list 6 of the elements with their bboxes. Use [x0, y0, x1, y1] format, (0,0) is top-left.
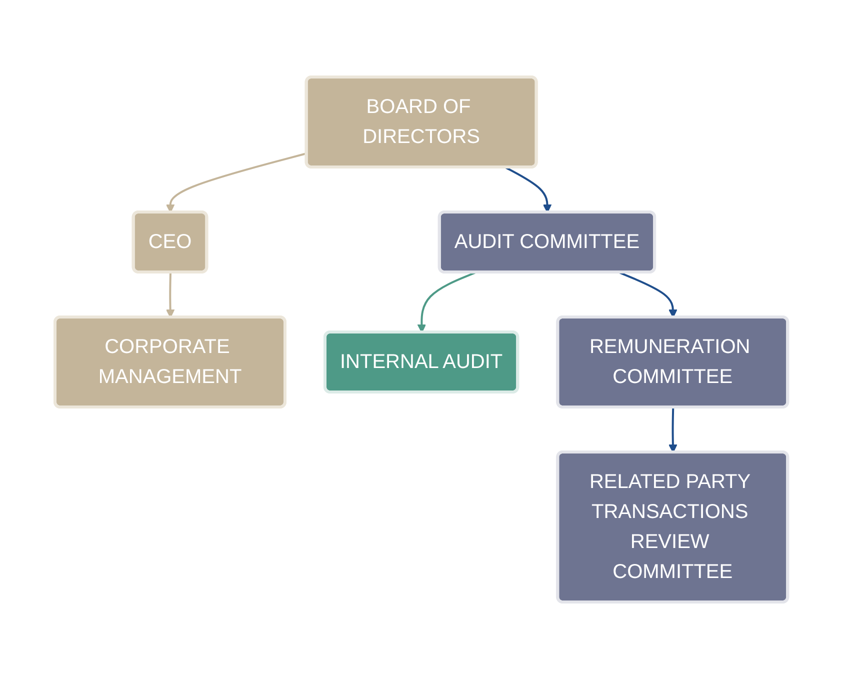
arrow	[418, 271, 476, 332]
arrow	[668, 406, 678, 452]
arrow	[166, 272, 175, 318]
arrow	[619, 271, 678, 318]
arrow	[505, 166, 552, 212]
arrow	[166, 152, 308, 212]
